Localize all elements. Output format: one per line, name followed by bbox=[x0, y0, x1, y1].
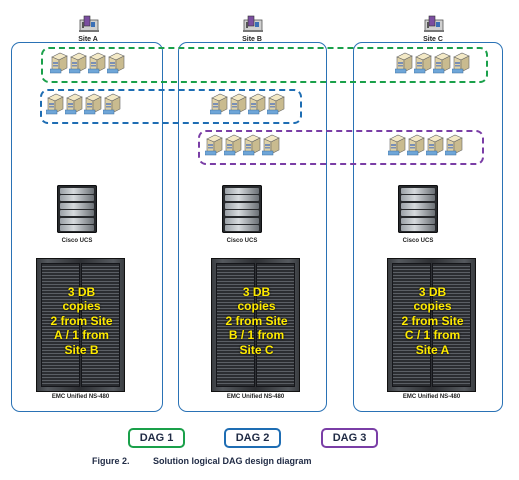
site-b-label: Site B bbox=[242, 36, 262, 43]
ucs-blade bbox=[401, 225, 435, 231]
legend-dag-1: DAG 1 bbox=[128, 428, 185, 448]
ucs-blade bbox=[60, 210, 94, 217]
dag-1-ring bbox=[41, 47, 488, 83]
ucs-blade bbox=[401, 210, 435, 217]
server-icon bbox=[84, 93, 102, 115]
server-icon bbox=[224, 134, 242, 156]
ucs-chassis-icon bbox=[57, 185, 97, 233]
site-b-box bbox=[178, 42, 327, 412]
server-icon bbox=[388, 134, 406, 156]
storage-label: EMC Unified NS-480 bbox=[51, 394, 110, 400]
server-icon bbox=[445, 134, 463, 156]
ucs-blade bbox=[60, 188, 94, 194]
ucs-label: Cisco UCS bbox=[226, 238, 258, 244]
ucs-blade bbox=[401, 202, 435, 209]
ucs-blade bbox=[225, 210, 259, 217]
site-building-icon bbox=[424, 15, 444, 32]
server-icon bbox=[267, 93, 285, 115]
server-icon bbox=[433, 52, 451, 74]
server-icon bbox=[50, 52, 68, 74]
site-c-box bbox=[353, 42, 503, 412]
ucs-blade bbox=[401, 195, 435, 202]
server-icon bbox=[248, 93, 266, 115]
server-icon bbox=[452, 52, 470, 74]
rack-db-copies-text: 3 DB copies 2 from Site C / 1 from Site … bbox=[401, 285, 464, 357]
site-a-label: Site A bbox=[78, 36, 98, 43]
server-icon bbox=[65, 93, 83, 115]
ucs-blade bbox=[225, 225, 259, 231]
ucs-blade bbox=[60, 202, 94, 209]
ucs-label: Cisco UCS bbox=[402, 238, 434, 244]
ucs-blade bbox=[225, 217, 259, 224]
rack-db-copies-text: 3 DB copies 2 from Site A / 1 from Site … bbox=[50, 285, 113, 357]
ucs-blade bbox=[225, 195, 259, 202]
server-icon bbox=[229, 93, 247, 115]
server-icon bbox=[69, 52, 87, 74]
storage-rack-icon: 3 DB copies 2 from Site A / 1 from Site … bbox=[36, 258, 125, 392]
ucs-chassis-icon bbox=[398, 185, 438, 233]
storage-rack-icon: 3 DB copies 2 from Site C / 1 from Site … bbox=[387, 258, 476, 392]
server-icon bbox=[103, 93, 121, 115]
ucs-label: Cisco UCS bbox=[61, 238, 93, 244]
ucs-blade bbox=[401, 188, 435, 194]
ucs-blade bbox=[401, 217, 435, 224]
server-icon bbox=[407, 134, 425, 156]
site-building-icon bbox=[79, 15, 99, 32]
server-icon bbox=[243, 134, 261, 156]
site-building-icon bbox=[243, 15, 263, 32]
site-c-label: Site C bbox=[423, 36, 443, 43]
ucs-blade bbox=[225, 188, 259, 194]
rack-db-copies-text: 3 DB copies 2 from Site B / 1 from Site … bbox=[225, 285, 288, 357]
storage-label: EMC Unified NS-480 bbox=[402, 394, 461, 400]
figure-number: Figure 2. bbox=[92, 456, 130, 466]
ucs-blade bbox=[225, 202, 259, 209]
legend-dag-3: DAG 3 bbox=[321, 428, 378, 448]
dag-2-ring bbox=[40, 89, 302, 124]
ucs-blade bbox=[60, 225, 94, 231]
ucs-chassis-icon bbox=[222, 185, 262, 233]
server-icon bbox=[205, 134, 223, 156]
figure-title: Solution logical DAG design diagram bbox=[153, 456, 312, 466]
server-icon bbox=[414, 52, 432, 74]
ucs-blade bbox=[60, 195, 94, 202]
ucs-blade bbox=[60, 217, 94, 224]
storage-rack-icon: 3 DB copies 2 from Site B / 1 from Site … bbox=[211, 258, 300, 392]
legend-dag-2: DAG 2 bbox=[224, 428, 281, 448]
storage-label: EMC Unified NS-480 bbox=[226, 394, 285, 400]
dag-3-ring bbox=[198, 130, 484, 165]
server-icon bbox=[107, 52, 125, 74]
site-a-box bbox=[11, 42, 163, 412]
server-icon bbox=[395, 52, 413, 74]
server-icon bbox=[262, 134, 280, 156]
server-icon bbox=[210, 93, 228, 115]
server-icon bbox=[88, 52, 106, 74]
server-icon bbox=[426, 134, 444, 156]
server-icon bbox=[46, 93, 64, 115]
